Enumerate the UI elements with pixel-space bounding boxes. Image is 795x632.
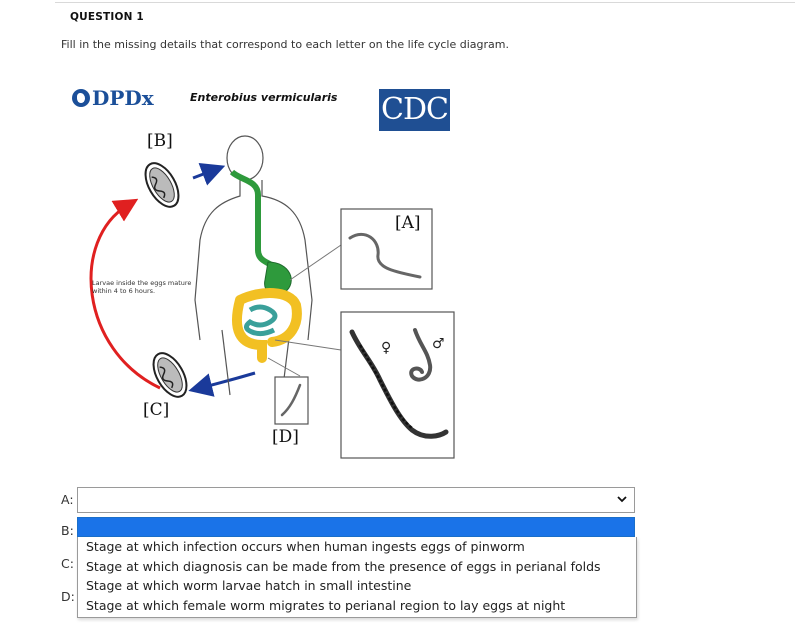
large-intestine: [232, 288, 302, 363]
answer-options-listbox: Stage at which infection occurs when hum…: [77, 537, 637, 618]
label-a: [A]: [395, 213, 421, 233]
option-4[interactable]: Stage at which female worm migrates to p…: [86, 597, 566, 613]
answer-a-select[interactable]: [77, 487, 635, 513]
question-prompt: Fill in the missing details that corresp…: [61, 38, 509, 51]
option-3[interactable]: Stage at which worm larvae hatch in smal…: [86, 578, 412, 593]
option-2[interactable]: Stage at which diagnosis can be made fro…: [86, 558, 601, 574]
label-b: [B]: [147, 131, 173, 151]
label-answer-b: B:: [61, 523, 74, 538]
egg-c: [152, 352, 188, 398]
larva-worm: [348, 232, 422, 279]
label-answer-d: D:: [61, 589, 75, 604]
life-cycle-diagram: ♀ ♂: [89, 135, 455, 459]
dpdx-logo-text: DPDx: [92, 86, 154, 110]
label-answer-a: A:: [61, 492, 74, 507]
chevron-down-icon: [617, 496, 627, 503]
larvae-note: Larvae inside the eggs mature within 4 t…: [92, 279, 192, 295]
male-symbol: ♂: [432, 336, 445, 352]
label-answer-c: C:: [61, 556, 74, 571]
arrow-to-mouth: [192, 163, 226, 186]
cycle-arrow-red: [89, 198, 161, 390]
question-title: QUESTION 1: [70, 11, 144, 23]
male-worm: [409, 328, 433, 382]
answer-b-select-open[interactable]: [77, 517, 635, 537]
female-symbol: ♀: [381, 340, 391, 356]
egg-b: [144, 162, 180, 208]
dpdx-logo: DPDx: [72, 86, 154, 110]
species-name: Enterobius vermicularis: [190, 91, 338, 104]
human-outline: [194, 135, 313, 396]
dpdx-mark-icon: [72, 89, 90, 107]
label-c: [C]: [143, 400, 170, 420]
label-d: [D]: [272, 427, 299, 447]
esophagus: [229, 169, 278, 271]
box-d: [274, 376, 309, 425]
option-1[interactable]: Stage at which infection occurs when hum…: [86, 539, 525, 554]
top-divider: [55, 2, 795, 3]
cdc-logo: CDC: [379, 89, 450, 131]
small-intestine: [244, 304, 278, 337]
worm-d: [280, 383, 302, 417]
